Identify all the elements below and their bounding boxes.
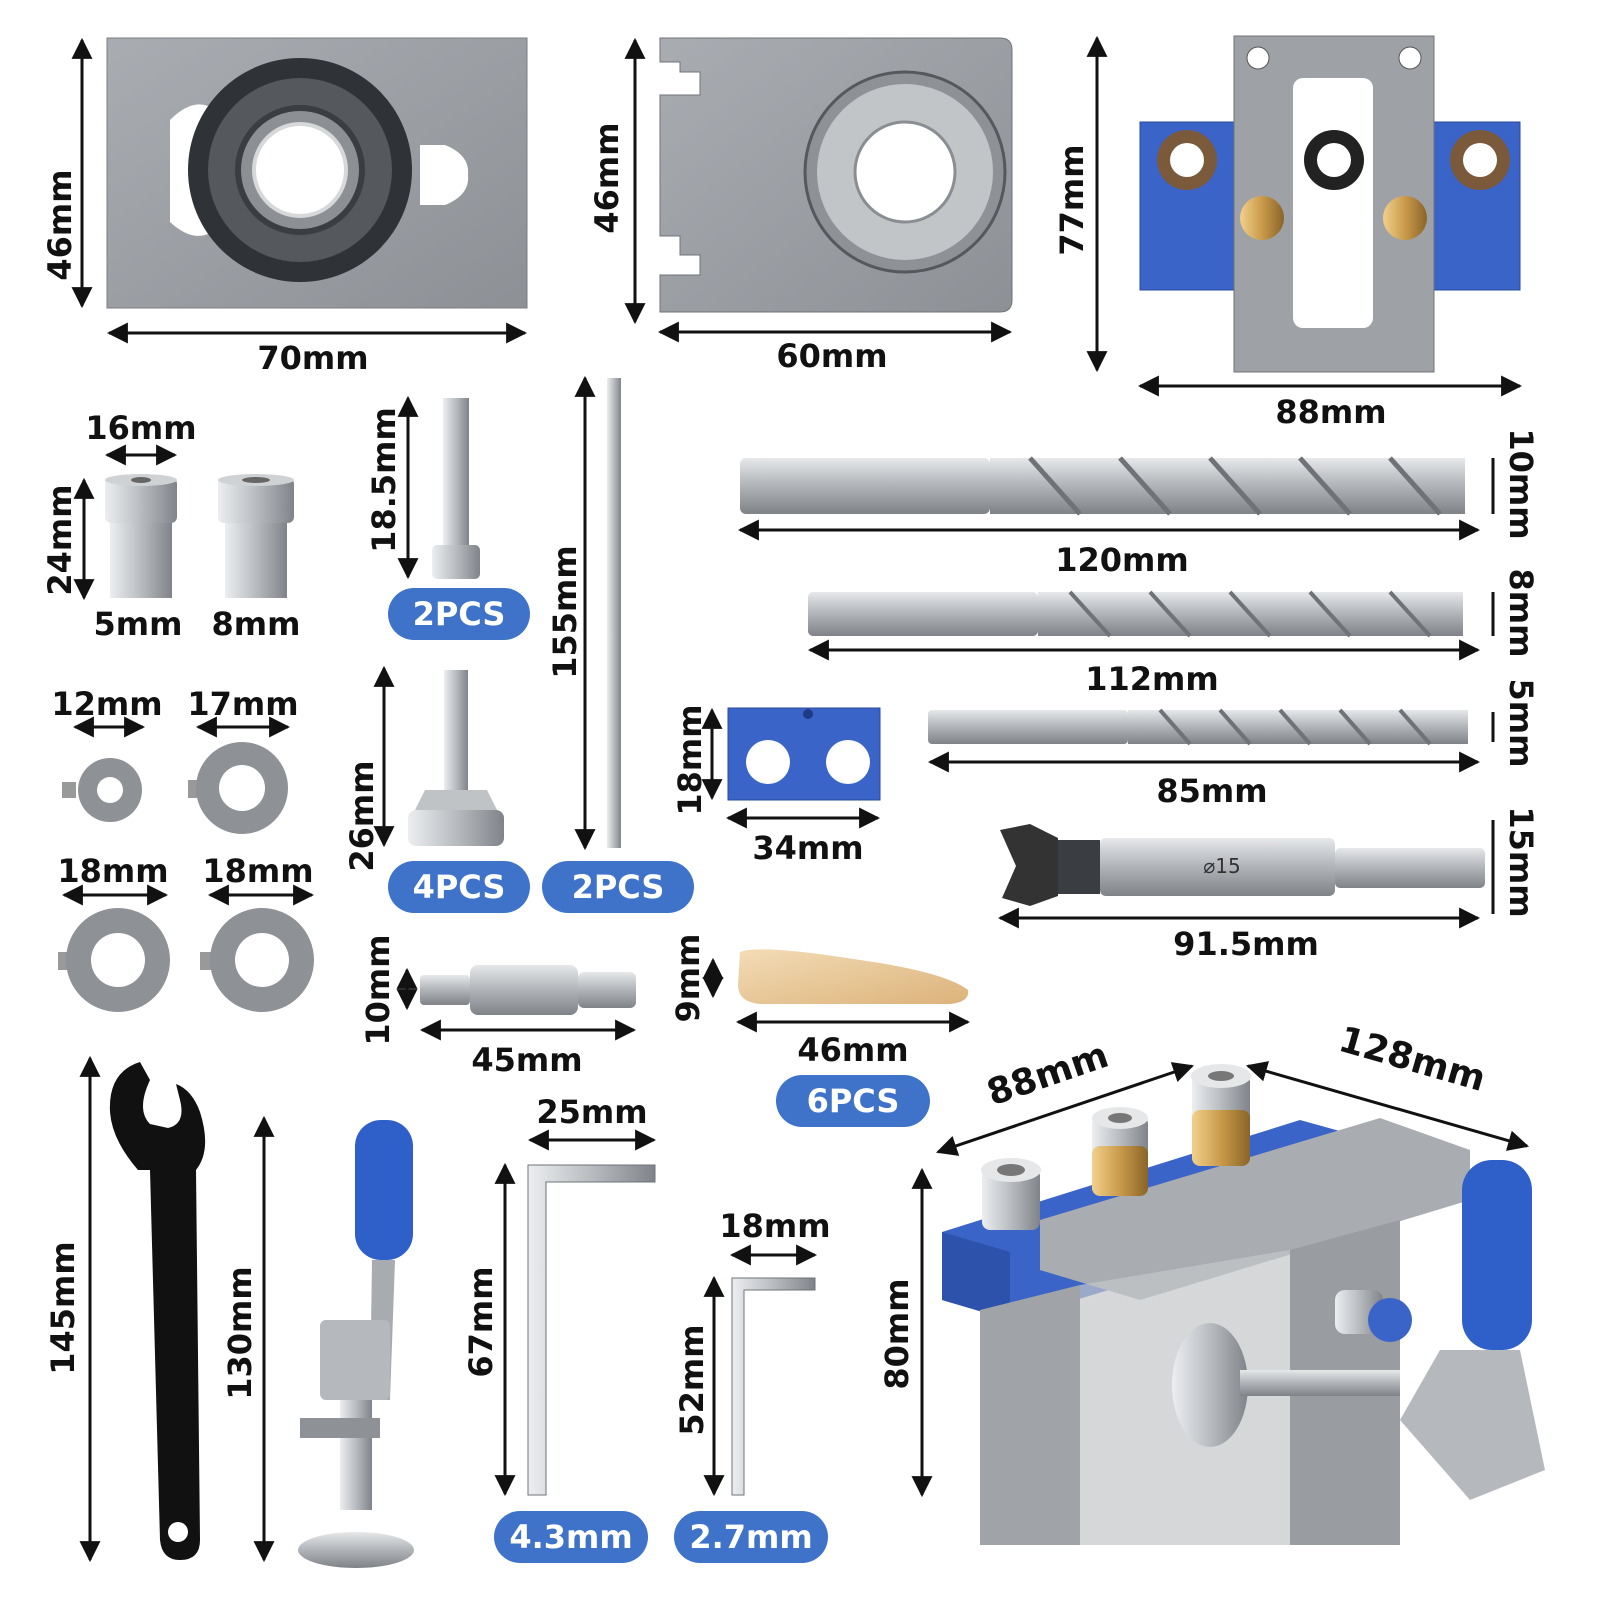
hex-large-width-label: 25mm — [536, 1093, 648, 1131]
drill-guide-88mm — [1139, 35, 1521, 373]
rod-length-label: 155mm — [546, 545, 584, 679]
screw-qty-badge: 2PCS — [388, 588, 530, 640]
pin-length-label: 45mm — [471, 1041, 583, 1079]
drill3-length-label: 85mm — [1156, 772, 1268, 810]
drill-bit-10mm — [740, 456, 1465, 516]
dowel-length-label: 46mm — [797, 1031, 909, 1069]
thumb-screw-height-label: 26mm — [343, 760, 381, 872]
forstner-dia-label: 15mm — [1502, 806, 1540, 918]
screw-height-label: 18.5mm — [365, 407, 403, 553]
guide-width-label: 88mm — [1275, 393, 1387, 431]
drill1-dia-label: 10mm — [1502, 428, 1540, 540]
bushing-width-label: 16mm — [85, 409, 197, 447]
drill1-length-label: 120mm — [1055, 541, 1189, 579]
socket-screw — [432, 398, 480, 579]
drill-bit-5mm — [928, 708, 1468, 746]
drill2-dia-label: 8mm — [1502, 568, 1540, 658]
rod-qty-badge: 2PCS — [542, 861, 694, 913]
assembled-dowel-jig — [942, 1064, 1545, 1545]
hex-small-width-label: 18mm — [719, 1207, 831, 1245]
jig-height-label: 80mm — [878, 1278, 916, 1390]
hex-large-height-label: 67mm — [462, 1266, 500, 1378]
thumb-screw-qty-badge: 4PCS — [388, 861, 530, 913]
block-width-label: 34mm — [752, 829, 864, 867]
guide-height-label: 77mm — [1053, 144, 1091, 256]
drill-bushings — [105, 474, 294, 598]
guide-rod — [607, 378, 621, 848]
bushing-8mm-label: 8mm — [211, 605, 301, 643]
collar-18mm-b-label: 18mm — [202, 852, 314, 890]
bushing-plate-70mm — [106, 37, 528, 309]
collar-12mm-label: 12mm — [51, 685, 163, 723]
stop-collars — [58, 742, 314, 1012]
spacer-block — [727, 707, 881, 801]
wrench-length-label: 145mm — [44, 1241, 82, 1375]
plate2-width-label: 60mm — [776, 337, 888, 375]
pin-dia-label: 10mm — [359, 934, 397, 1046]
hex-small-height-label: 52mm — [673, 1324, 711, 1436]
dowel-height-label: 9mm — [669, 933, 707, 1023]
collar-18mm-a-label: 18mm — [57, 852, 169, 890]
block-height-label: 18mm — [671, 704, 709, 816]
jig-length-arrow — [1245, 1061, 1530, 1151]
hex-large-size-badge: 4.3mm — [494, 1511, 648, 1563]
bushing-plate-60mm — [659, 37, 1013, 313]
forstner-engraving: ⌀15 — [1203, 854, 1241, 878]
wooden-dowel — [738, 949, 969, 1004]
hex-small-size-badge: 2.7mm — [674, 1511, 828, 1563]
hex-key-small — [731, 1277, 816, 1496]
plate1-height-label: 46mm — [41, 169, 79, 281]
drill3-dia-label: 5mm — [1502, 678, 1540, 768]
bushing-5mm-label: 5mm — [93, 605, 183, 643]
bushing-height-label: 24mm — [41, 484, 79, 596]
clamp-length-label: 130mm — [221, 1266, 259, 1400]
drill2-length-label: 112mm — [1085, 660, 1219, 698]
alignment-pin — [420, 965, 636, 1015]
plate1-width-label: 70mm — [257, 339, 369, 377]
jig-width-arrow — [936, 1062, 1194, 1156]
forstner-bit — [1000, 824, 1485, 906]
thumb-screw — [408, 670, 504, 846]
hex-key-large — [527, 1164, 656, 1496]
spanner-wrench — [109, 1062, 206, 1560]
forstner-length-label: 91.5mm — [1173, 925, 1319, 963]
dowel-qty-badge: 6PCS — [776, 1075, 930, 1127]
collar-17mm-label: 17mm — [187, 685, 299, 723]
plate2-height-label: 46mm — [588, 122, 626, 234]
toggle-clamp — [298, 1120, 414, 1568]
drill-bit-8mm — [808, 590, 1463, 638]
